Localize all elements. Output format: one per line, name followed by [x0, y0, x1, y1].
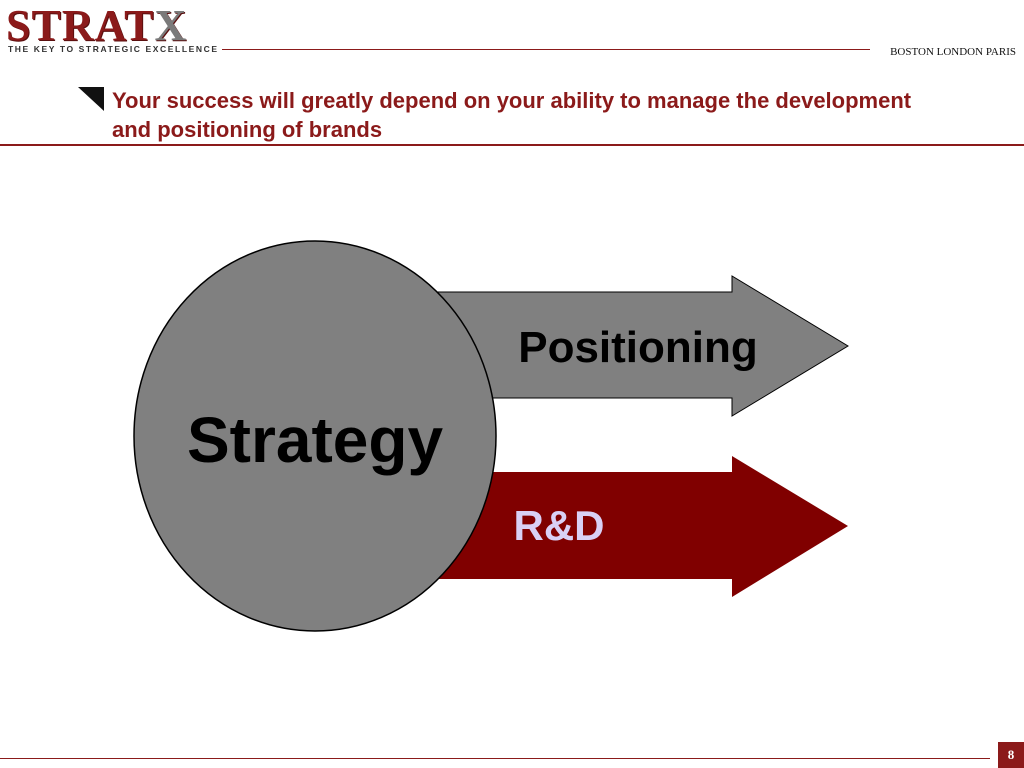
logo-wordmark: STRATX	[6, 4, 187, 48]
rnd-arrow	[420, 456, 848, 597]
logo-tagline: THE KEY TO STRATEGIC EXCELLENCE	[8, 44, 219, 54]
slide-title: Your success will greatly depend on your…	[112, 88, 912, 142]
logo-wordmark-main: STRAT	[6, 1, 155, 50]
positioning-label: Positioning	[518, 323, 758, 372]
office-locations: BOSTON LONDON PARIS	[890, 46, 1016, 58]
strategy-label: Strategy	[187, 404, 444, 476]
page-number: 8	[998, 742, 1024, 768]
strategy-circle	[133, 240, 497, 632]
rnd-label: R&D	[514, 502, 605, 549]
logo-wordmark-x: X	[154, 1, 188, 50]
header-divider	[222, 49, 870, 50]
stratx-logo: STRATX THE KEY TO STRATEGIC EXCELLENCE	[6, 4, 218, 56]
title-bullet-icon	[78, 87, 104, 111]
title-divider	[0, 144, 1024, 146]
footer-divider	[0, 758, 990, 759]
